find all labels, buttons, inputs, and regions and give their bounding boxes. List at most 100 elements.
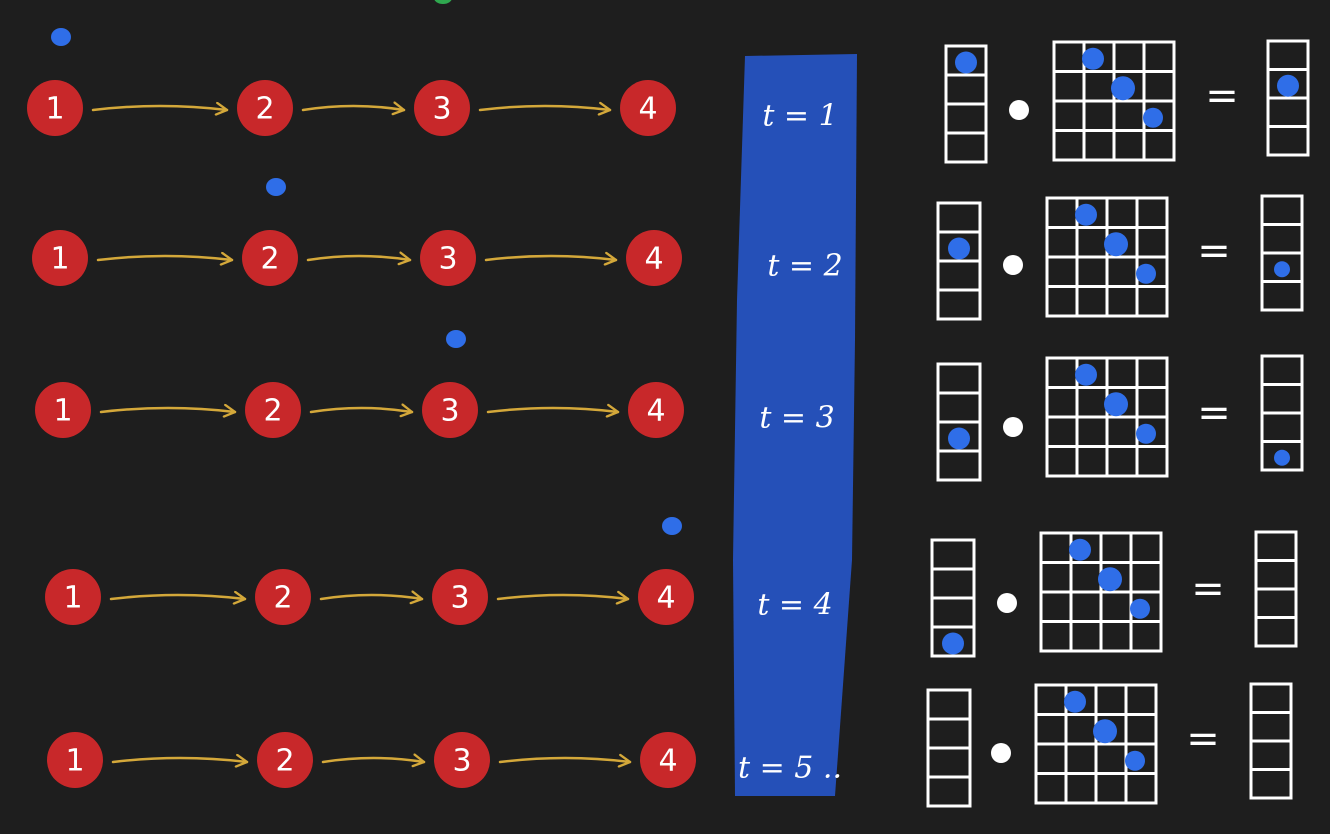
transition-matrix-transition-dot xyxy=(1136,423,1156,444)
state-node-label: 1 xyxy=(50,242,69,277)
state-node-1 xyxy=(27,80,83,136)
state-node-2 xyxy=(255,569,311,625)
state-node-label: 4 xyxy=(658,744,677,779)
transition-arrow-1-2 xyxy=(109,590,247,605)
dot-product-symbol xyxy=(1003,417,1023,437)
state-vector-probability-dot xyxy=(948,427,970,450)
state-vector xyxy=(926,688,972,808)
dot-product-symbol xyxy=(997,593,1017,613)
equals-sign: = xyxy=(1205,73,1239,119)
state-node-label: 2 xyxy=(263,394,282,429)
state-node-1 xyxy=(47,732,103,788)
state-node-label: 1 xyxy=(45,92,64,127)
transition-arrow-2-3 xyxy=(306,251,412,266)
result-vector-probability-dot xyxy=(1274,449,1290,466)
result-vector xyxy=(1260,354,1304,472)
transition-matrix xyxy=(1034,683,1158,805)
state-vector-probability-dot xyxy=(948,237,970,260)
transition-arrow-1-2 xyxy=(96,251,234,266)
state-node-label: 3 xyxy=(440,394,459,429)
state-node-4 xyxy=(640,732,696,788)
transition-matrix xyxy=(1045,196,1169,318)
state-vector xyxy=(936,201,982,321)
walker-token xyxy=(266,178,286,196)
state-node-3 xyxy=(434,732,490,788)
state-node-label: 4 xyxy=(638,92,657,127)
time-step-label: t = 1 xyxy=(762,99,837,134)
transition-matrix-transition-dot xyxy=(1064,690,1086,713)
transition-arrow-3-4 xyxy=(478,101,612,116)
transition-arrow-2-3 xyxy=(321,753,426,768)
equals-sign: = xyxy=(1197,390,1231,436)
state-node-label: 4 xyxy=(646,394,665,429)
time-step-label: t = 4 xyxy=(757,588,832,623)
transition-matrix-transition-dot xyxy=(1104,232,1128,257)
state-vector xyxy=(930,538,976,658)
equation-row-2: = xyxy=(936,194,1304,321)
state-node-3 xyxy=(414,80,470,136)
result-vector xyxy=(1249,682,1293,800)
state-node-label: 3 xyxy=(432,92,451,127)
transition-arrow-2-3 xyxy=(301,101,406,116)
time-step-label: t = 3 xyxy=(759,401,834,436)
state-node-label: 2 xyxy=(255,92,274,127)
state-node-2 xyxy=(242,230,298,286)
equals-sign: = xyxy=(1191,566,1225,612)
state-node-2 xyxy=(237,80,293,136)
result-vector xyxy=(1260,194,1304,312)
transition-matrix-transition-dot xyxy=(1075,203,1097,226)
state-node-label: 2 xyxy=(260,242,279,277)
result-vector xyxy=(1254,530,1298,648)
transition-matrix-transition-dot xyxy=(1069,538,1091,561)
transition-matrix xyxy=(1045,356,1169,478)
equation-row-5: = xyxy=(926,682,1293,808)
transition-matrix-transition-dot xyxy=(1111,76,1135,101)
transition-matrix-transition-dot xyxy=(1093,719,1117,744)
transition-matrix-transition-dot xyxy=(1125,750,1145,771)
state-node-label: 2 xyxy=(275,744,294,779)
dot-product-symbol xyxy=(1003,255,1023,275)
equation-row-3: = xyxy=(936,354,1304,482)
result-vector-probability-dot xyxy=(1274,261,1290,278)
state-vector-probability-dot xyxy=(955,51,977,74)
state-node-1 xyxy=(32,230,88,286)
state-vector-probability-dot xyxy=(942,632,964,655)
transition-matrix xyxy=(1052,40,1176,162)
dot-product-symbol xyxy=(1009,100,1029,120)
state-node-1 xyxy=(35,382,91,438)
equals-sign: = xyxy=(1197,228,1231,274)
transition-arrow-3-4 xyxy=(498,753,632,768)
time-step-label: t = 5 .. xyxy=(738,751,842,786)
state-node-label: 2 xyxy=(273,581,292,616)
transition-matrix-transition-dot xyxy=(1082,47,1104,70)
transition-matrix xyxy=(1039,531,1163,653)
transition-matrix-transition-dot xyxy=(1143,107,1163,128)
state-node-4 xyxy=(628,382,684,438)
state-vector xyxy=(936,362,982,482)
state-node-4 xyxy=(620,80,676,136)
walker-token xyxy=(51,28,71,46)
state-node-4 xyxy=(626,230,682,286)
time-step-label: t = 2 xyxy=(767,249,842,284)
equals-sign: = xyxy=(1186,716,1220,762)
state-node-3 xyxy=(422,382,478,438)
state-node-3 xyxy=(420,230,476,286)
step-row-1: 1 2 3 4 t = 1 = xyxy=(27,28,1310,164)
state-node-label: 1 xyxy=(65,744,84,779)
transition-arrow-2-3 xyxy=(319,590,424,605)
transition-matrix-transition-dot xyxy=(1130,598,1150,619)
transition-matrix-transition-dot xyxy=(1075,363,1097,386)
dot-product-symbol xyxy=(991,743,1011,763)
state-node-label: 4 xyxy=(656,581,675,616)
equation-row-4: = xyxy=(930,530,1298,658)
state-node-label: 4 xyxy=(644,242,663,277)
transition-arrow-1-2 xyxy=(91,101,229,116)
transition-arrow-3-4 xyxy=(484,251,618,266)
transition-arrow-2-3 xyxy=(309,403,414,418)
state-node-2 xyxy=(245,382,301,438)
transition-matrix-transition-dot xyxy=(1104,392,1128,417)
state-node-4 xyxy=(638,569,694,625)
